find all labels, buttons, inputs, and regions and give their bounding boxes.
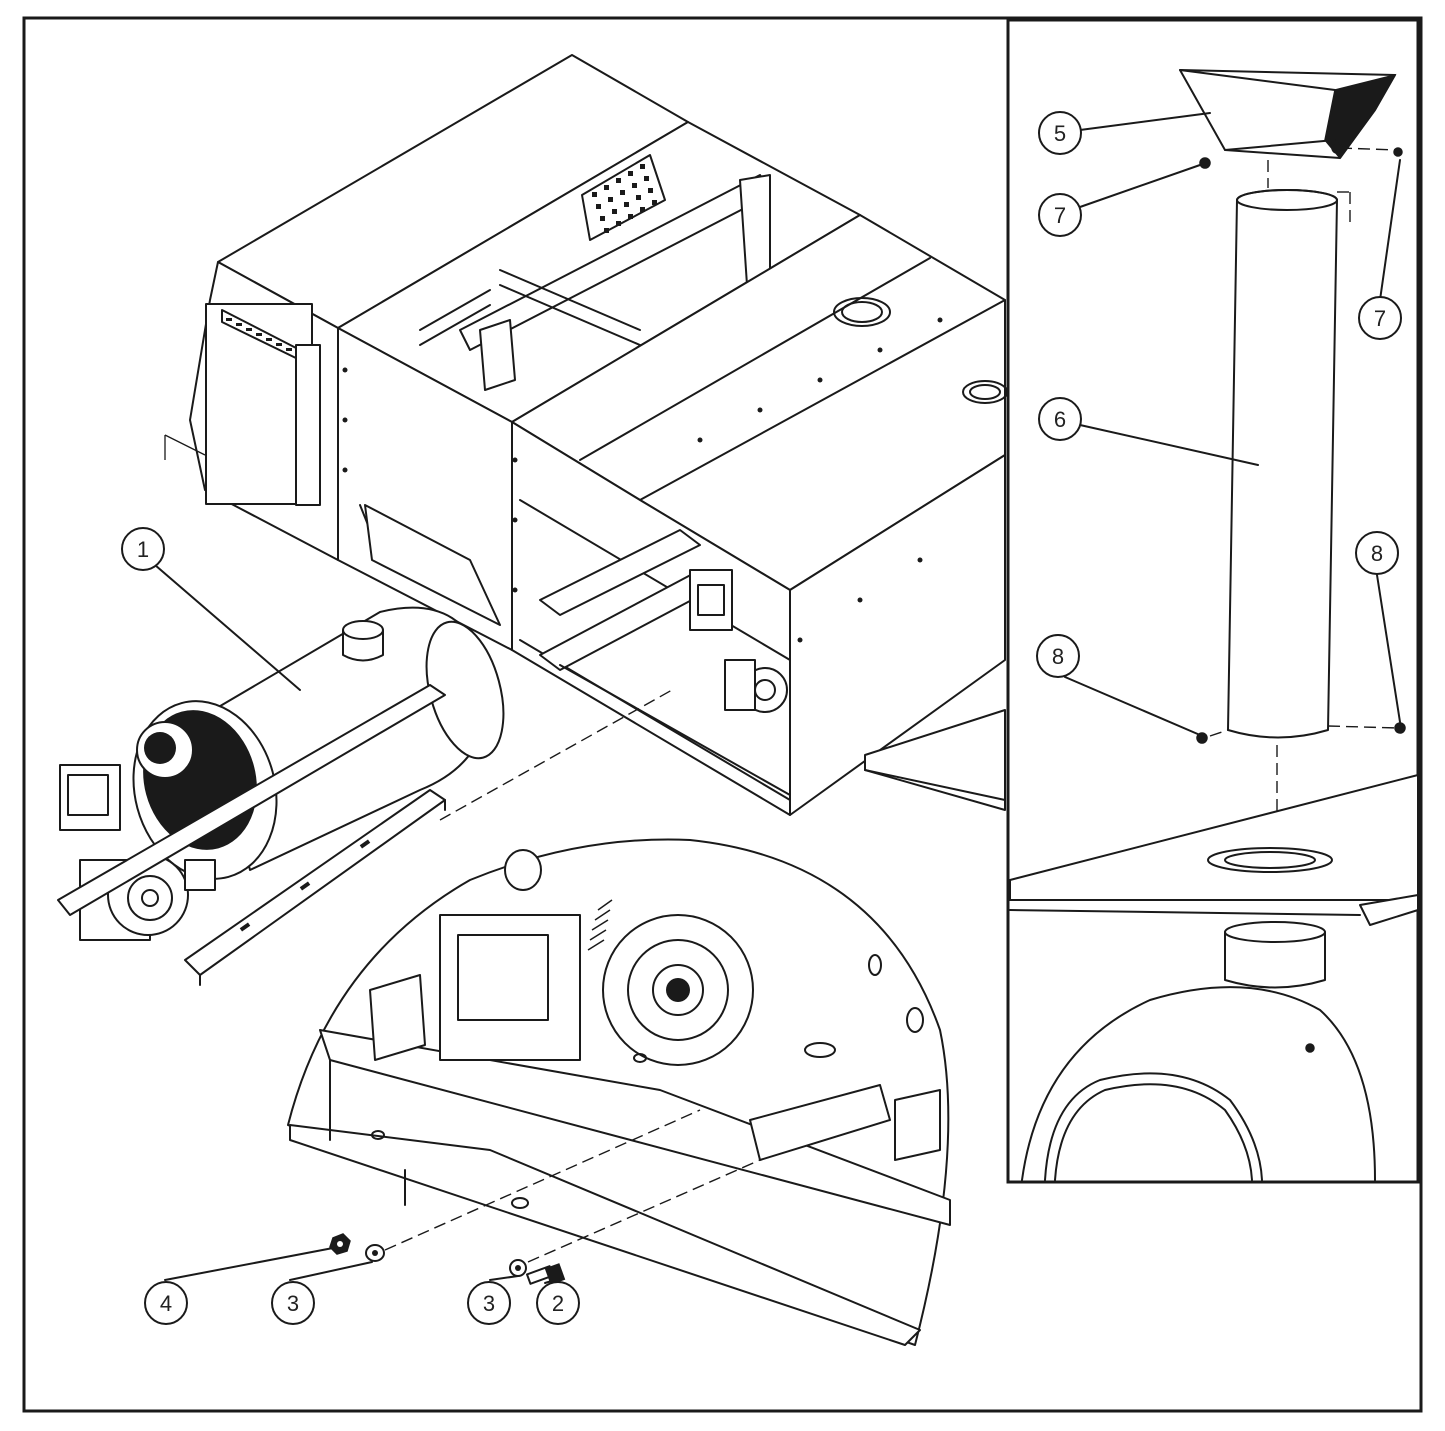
cabinet-housing (164, 54, 1008, 816)
outer-frame (22, 16, 1423, 1413)
callout-5-label: 5 (1054, 121, 1066, 146)
mounting-bracket (57, 684, 446, 986)
callout-8-right-label: 8 (1371, 541, 1383, 566)
callout-6: 6 (1038, 397, 1082, 441)
vent-pipe (1209, 147, 1399, 850)
callout-4: 4 (144, 1281, 188, 1325)
callout-7-left: 7 (1038, 193, 1082, 237)
callout-8-left: 8 (1036, 634, 1080, 678)
callout-7-left-label: 7 (1054, 203, 1066, 228)
callout-7-right: 7 (1358, 296, 1402, 340)
vent-hood (1179, 69, 1397, 160)
callout-1-label: 1 (137, 537, 149, 562)
fastener-hardware (329, 1109, 761, 1285)
leader-lines (154, 112, 1401, 1284)
screws (1196, 142, 1406, 744)
callout-8-left-label: 8 (1052, 644, 1064, 669)
callout-6-label: 6 (1054, 407, 1066, 432)
vent-inset-panel (1006, 18, 1420, 1184)
assembly-line (439, 689, 673, 821)
bolt (526, 1263, 566, 1285)
detail-view (287, 838, 951, 1346)
callout-3-right: 3 (467, 1281, 511, 1325)
callout-1: 1 (121, 527, 165, 571)
callout-3-right-label: 3 (483, 1291, 495, 1316)
callout-2: 2 (536, 1281, 580, 1325)
callout-2-label: 2 (552, 1291, 564, 1316)
callout-3-left: 3 (271, 1281, 315, 1325)
callout-3-left-label: 3 (287, 1291, 299, 1316)
callout-4-label: 4 (160, 1291, 172, 1316)
callout-8-right: 8 (1355, 531, 1399, 575)
callout-7-right-label: 7 (1374, 306, 1386, 331)
callout-5: 5 (1038, 111, 1082, 155)
